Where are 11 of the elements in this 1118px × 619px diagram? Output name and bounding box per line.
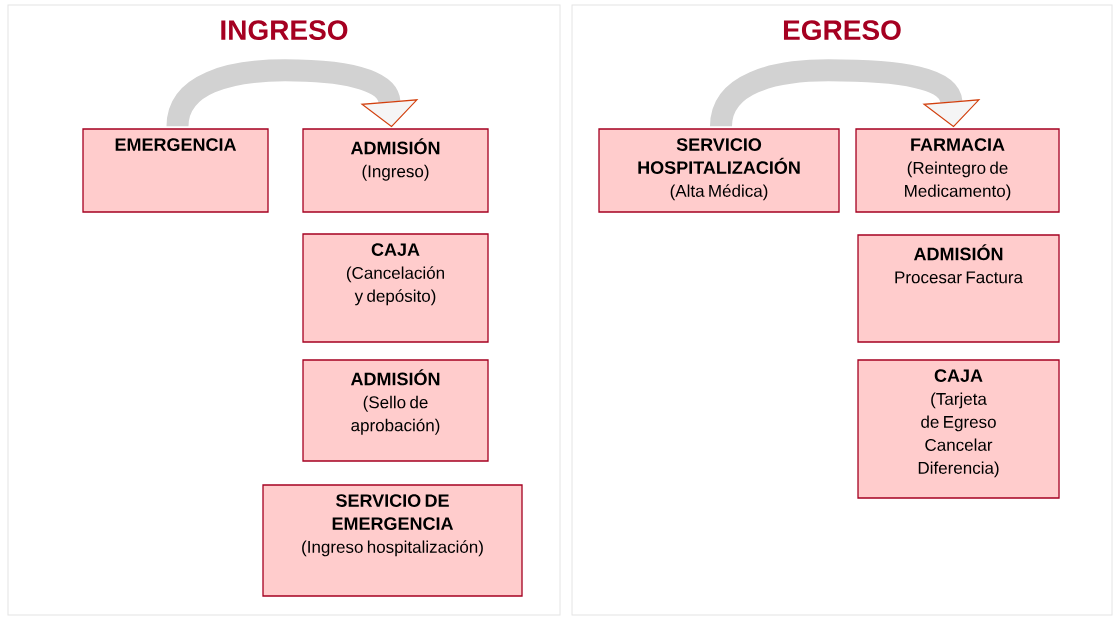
curved-block-arrow [710,59,981,128]
process-box: ADMISIÓN (Ingreso) [302,128,489,213]
process-box: SERVICIO DE EMERGENCIA (Ingreso hospitalización) [262,484,523,597]
process-box: CAJA (Cancelación y depósito) [302,233,489,343]
process-box: ADMISIÓN (Sello de aprobación) [302,359,489,462]
curved-block-arrow [166,59,419,128]
process-box: FARMACIA (Reintegro de Medicamento) [855,128,1060,213]
process-box: ADMISIÓN Procesar Factura [857,234,1060,343]
process-box: EMERGENCIA [82,128,269,213]
process-box: SERVICIO HOSPITALIZACIÓN (Alta Médica) [598,128,840,213]
process-box: CAJA (Tarjeta de Egreso Cancelar Diferencia) [857,359,1060,499]
